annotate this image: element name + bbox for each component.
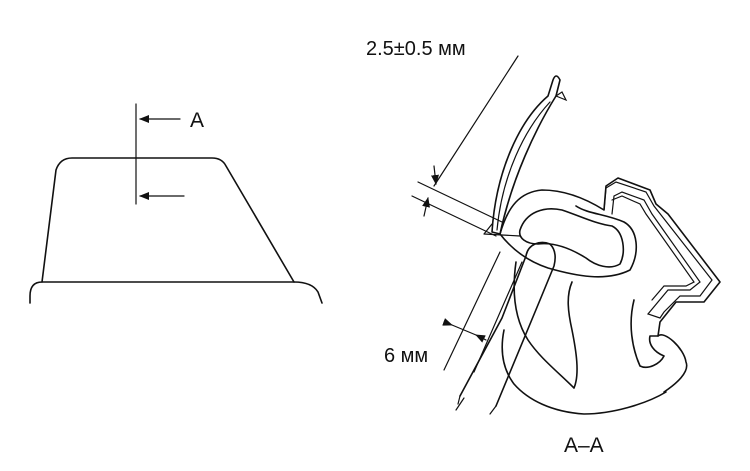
section-view (455, 75, 721, 415)
section-caption: A–A (564, 434, 604, 457)
seal-lower-hook (630, 299, 665, 369)
gap-dimension-leader (433, 55, 519, 187)
seal-inner-cavity (518, 208, 625, 268)
seal-outer-contour (499, 177, 721, 415)
depth-dimension-label: 6 мм (384, 345, 428, 367)
gap-extension-upper (417, 181, 503, 223)
gap-dimension: 2.5±0.5 мм (366, 38, 519, 237)
section-mark-label: A (190, 109, 204, 132)
metal-core (603, 181, 713, 319)
part-side-view (29, 157, 323, 304)
metal-core-inner (611, 195, 695, 301)
gauge-rod (459, 241, 556, 407)
depth-dimension: 6 мм (384, 251, 523, 373)
depth-extension-left (443, 251, 501, 371)
depth-arrow-left (442, 318, 453, 326)
section-hatch-line (483, 223, 521, 237)
seal-lower-chamber (513, 261, 578, 389)
part-base-plate (29, 281, 323, 304)
gap-dimension-label: 2.5±0.5 мм (366, 38, 466, 60)
gap-arrow-upper (431, 165, 439, 185)
part-trapezoid-body (41, 157, 295, 283)
depth-extension-right (473, 261, 523, 373)
flange-edge-inner (496, 101, 551, 231)
gap-arrow-lower (422, 197, 430, 217)
depth-dimension-line (451, 324, 477, 336)
seal-lip (499, 205, 637, 278)
flange-edge (491, 75, 561, 235)
section-cut-indicator: A (135, 103, 204, 205)
gauge-rod-broken-end (455, 395, 497, 415)
depth-arrow-right (475, 334, 487, 343)
flange-tip (554, 91, 568, 102)
